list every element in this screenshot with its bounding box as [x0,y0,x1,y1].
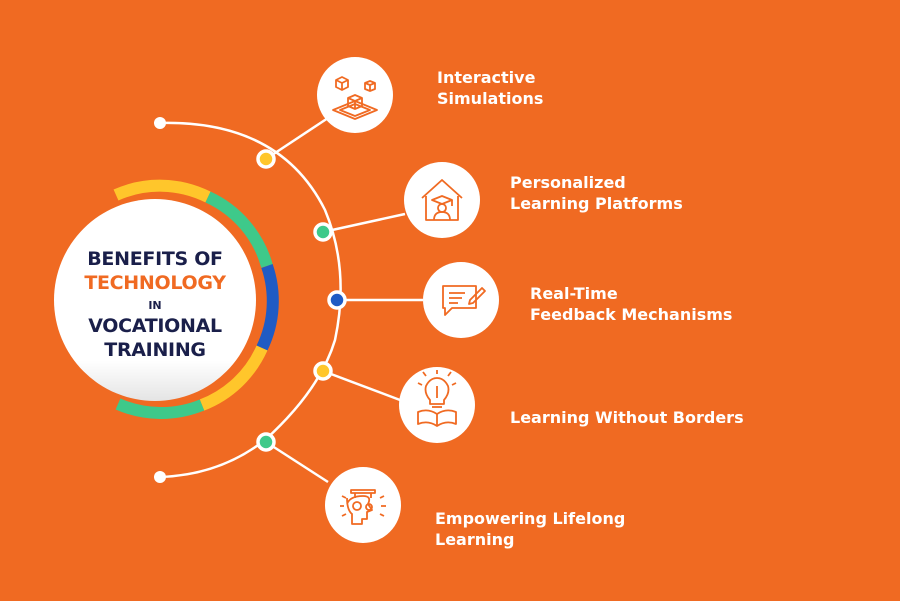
center-ring [113,179,279,419]
center-title-line-3: IN [148,299,162,312]
head-gears-icon [340,489,386,525]
connector-arc [159,121,342,479]
node-2 [313,222,333,242]
center-title-line-2: TECHNOLOGY [84,272,226,294]
center-disc [54,199,256,401]
node-1 [256,149,276,169]
icon-circle-3 [423,262,499,338]
ring-segment-blue [256,264,279,351]
ring-segment-green-bottom [115,398,205,419]
item-label-1: Interactive Simulations [437,68,544,108]
arc-end-top [154,117,166,129]
feedback-chat-icon [442,285,486,316]
spoke-2 [322,212,406,234]
graduate-house-icon [421,179,463,221]
center-title-line-4: VOCATIONAL [88,315,222,337]
item-label-2: Personalized Learning Platforms [510,173,683,213]
lightbulb-book-icon [417,370,457,427]
item-label-4: Learning Without Borders [510,408,744,427]
icon-circle-1 [317,57,393,133]
spoke-5 [265,440,329,484]
center-title-line-5: TRAINING [104,339,206,361]
spoke-4 [322,369,401,402]
isometric-boxes-icon [332,76,378,120]
center-title: BENEFITS OF TECHNOLOGY IN VOCATIONAL TRA… [55,250,255,360]
ring-segment-yellow-bottom [199,345,268,411]
spoke-1 [265,116,329,161]
item-label-3: Real-Time Feedback Mechanisms [530,284,733,324]
center-title-line-1: BENEFITS OF [87,248,223,270]
node-3 [327,290,347,310]
item-label-5: Empowering Lifelong Learning [435,509,626,549]
icon-circle-4 [399,367,475,443]
arc-nodes [256,149,347,452]
node-4 [313,361,333,381]
arc-end-bottom [154,471,166,483]
node-5 [256,432,276,452]
ring-segment-green-top [205,191,273,268]
ring-segment-yellow-top [113,179,211,203]
icon-circle-2 [404,162,480,238]
icon-circle-5 [325,467,401,543]
